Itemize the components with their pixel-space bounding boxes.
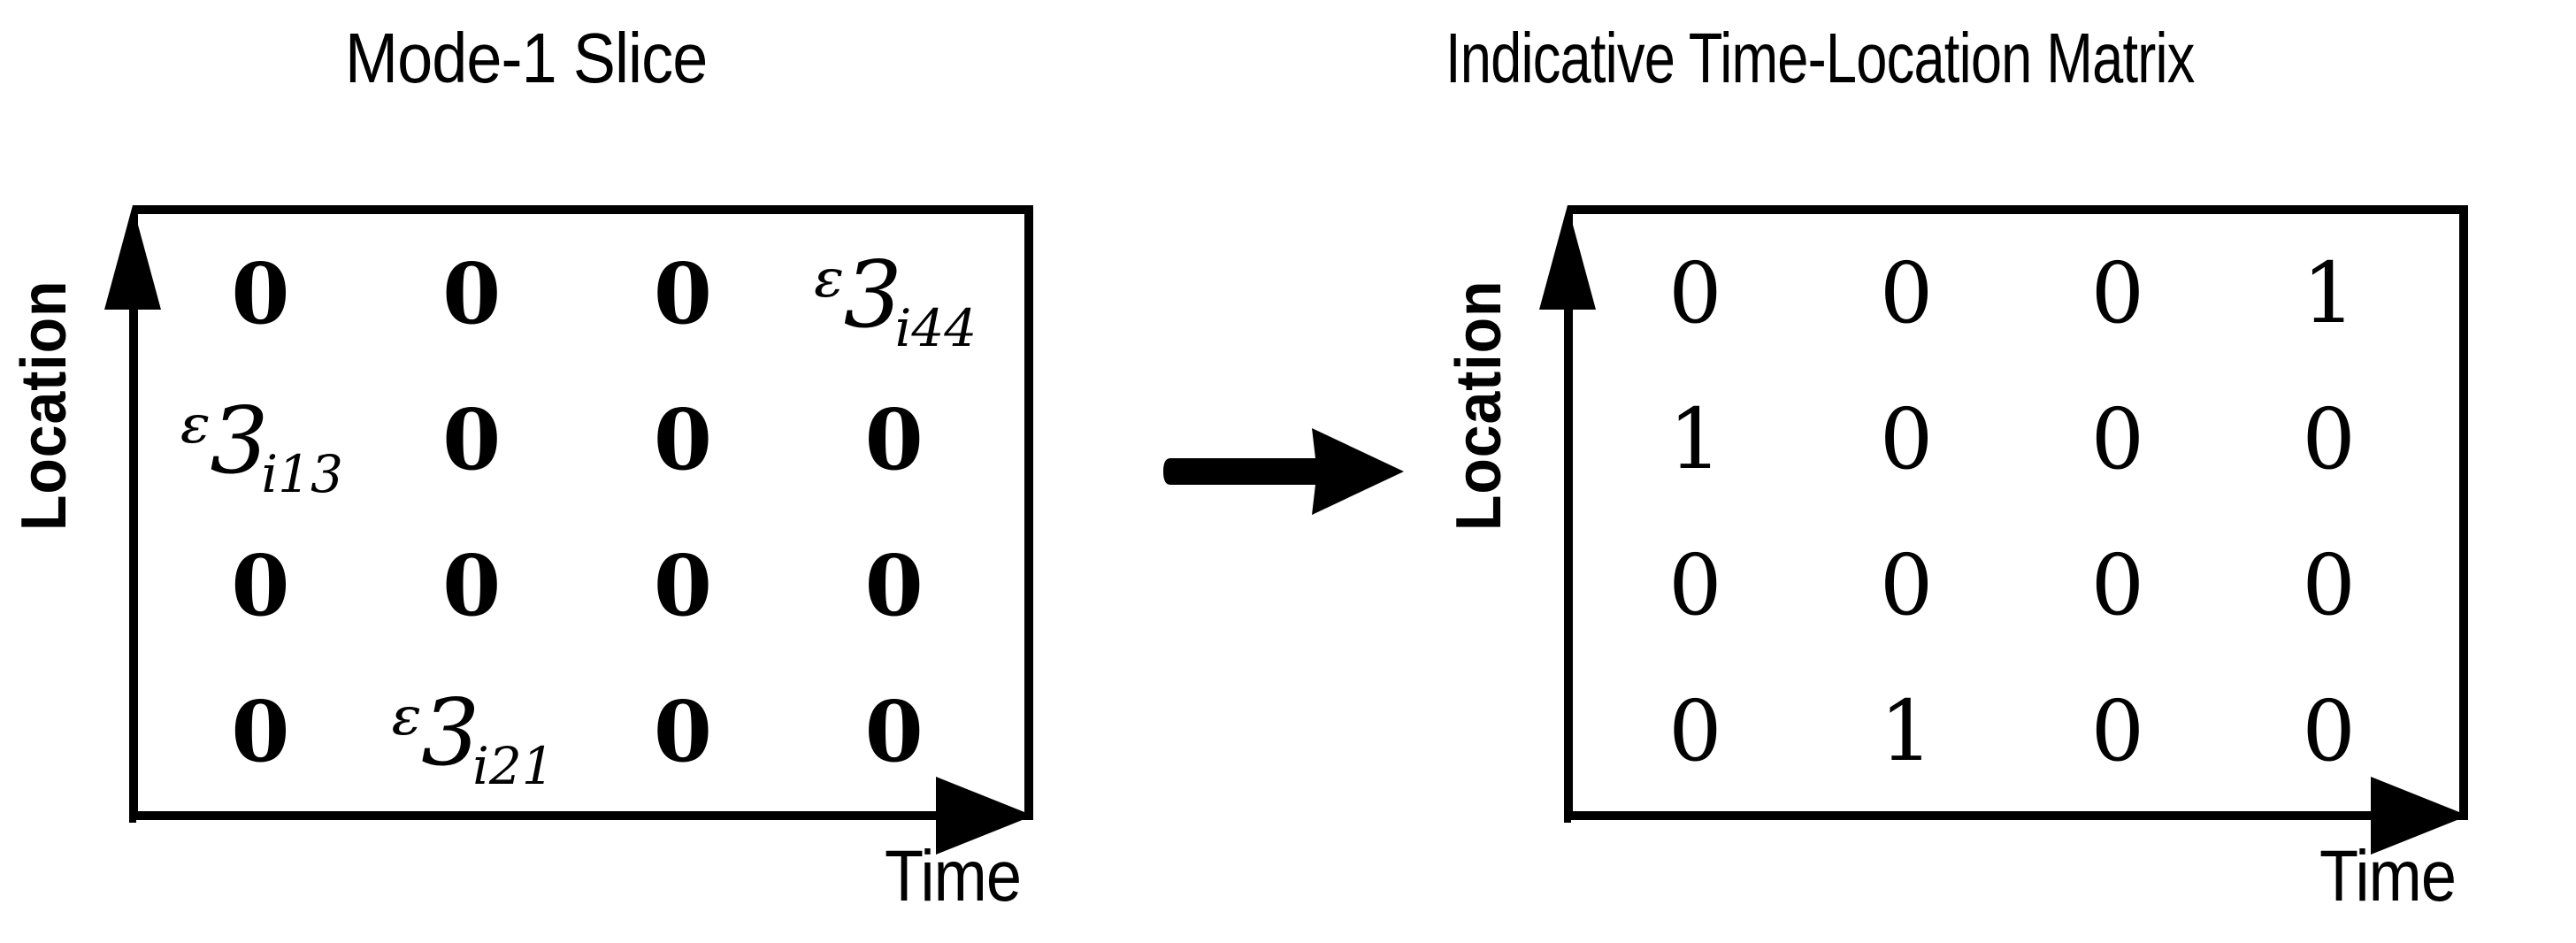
- x-axis-label-time-right: Time: [2319, 836, 2457, 916]
- panel-indicative-time-location-matrix: Indicative Time-Location Matrix Location…: [1426, 0, 2576, 943]
- panel-title-mode-1-slice: Mode-1 Slice: [345, 19, 708, 97]
- matrix-cell: ᵋ3i21: [384, 686, 560, 792]
- matrix-cell: 0: [1879, 245, 1934, 342]
- matrix-cell: 0: [231, 683, 290, 781]
- matrix-cell: 0: [231, 537, 290, 635]
- matrix-cell: 0: [442, 391, 502, 489]
- panel-title-indicative-time-location-matrix: Indicative Time-Location Matrix: [1445, 19, 2195, 97]
- matrix-cell: 0: [2090, 391, 2145, 488]
- y-axis-line-right: [1564, 292, 1571, 823]
- tensor-symbol: ᵋ3: [806, 240, 902, 349]
- matrix-cell: 0: [2090, 245, 2145, 342]
- matrix-cell: 0: [442, 245, 502, 343]
- x-axis-line-right: [1568, 811, 2426, 820]
- tensor-entry: ᵋ3i13: [172, 395, 349, 500]
- matrix-cell: 0: [1668, 245, 1722, 342]
- matrix-cell: 0: [1668, 683, 1722, 780]
- y-axis-arrowhead-icon-right: [1539, 205, 1596, 310]
- x-axis-arrowhead-icon-left: [936, 777, 1033, 855]
- matrix-cell: 0: [1668, 537, 1722, 634]
- matrix-cell: 0: [653, 683, 712, 781]
- y-axis-arrowhead-icon-left: [104, 205, 161, 310]
- right-arrow-icon: [1163, 428, 1404, 515]
- matrix-cell: 0: [2302, 391, 2356, 488]
- x-axis-label-time-left: Time: [885, 836, 1022, 916]
- matrix-cell: 0: [653, 391, 712, 489]
- matrix-cell: ᵋ3i13: [172, 395, 349, 500]
- matrix-grid-indicative: 0 0 0 1 1 0 0 0 0 0 0 0 0 1 0 0: [1590, 221, 2434, 805]
- matrix-cell: 1: [1668, 391, 1722, 488]
- matrix-cell: 0: [2090, 683, 2145, 780]
- x-axis-arrowhead-icon-right: [2371, 777, 2468, 855]
- tensor-symbol: ᵋ3: [383, 678, 480, 786]
- matrix-cell: 0: [2090, 537, 2145, 634]
- tensor-subscript: i21: [472, 735, 555, 796]
- tensor-symbol: ᵋ3: [172, 386, 269, 494]
- tensor-subscript: i13: [261, 443, 343, 504]
- matrix-cell: 0: [864, 537, 924, 635]
- matrix-cell: 0: [653, 537, 712, 635]
- matrix-cell: 0: [1879, 391, 1934, 488]
- matrix-cell: 0: [231, 245, 290, 343]
- tensor-entry: ᵋ3i44: [806, 249, 982, 354]
- x-axis-line-left: [133, 811, 991, 820]
- tensor-entry: ᵋ3i21: [384, 686, 560, 792]
- matrix-cell: 0: [653, 245, 712, 343]
- matrix-cell: 0: [442, 537, 502, 635]
- matrix-cell: ᵋ3i44: [806, 249, 982, 354]
- matrix-cell: 0: [2302, 683, 2356, 780]
- y-axis-line-left: [129, 292, 136, 823]
- matrix-grid-mode-1-slice: 0 0 0 ᵋ3i44 ᵋ3i13 0 0 0 0 0 0 0 0 ᵋ3i21 …: [155, 221, 1000, 805]
- y-axis-label-location-right: Location: [1444, 280, 1514, 531]
- panel-mode-1-slice: Mode-1 Slice Location Time 0 0 0 ᵋ3i44 ᵋ…: [0, 0, 1150, 943]
- tensor-subscript: i44: [894, 297, 978, 358]
- matrix-cell: 0: [864, 683, 924, 781]
- matrix-cell: 0: [2302, 537, 2356, 634]
- matrix-cell: 0: [1879, 537, 1934, 634]
- matrix-cell: 0: [864, 391, 924, 489]
- matrix-cell: 1: [1879, 683, 1934, 780]
- matrix-cell: 1: [2302, 245, 2356, 342]
- y-axis-label-location-left: Location: [9, 280, 80, 531]
